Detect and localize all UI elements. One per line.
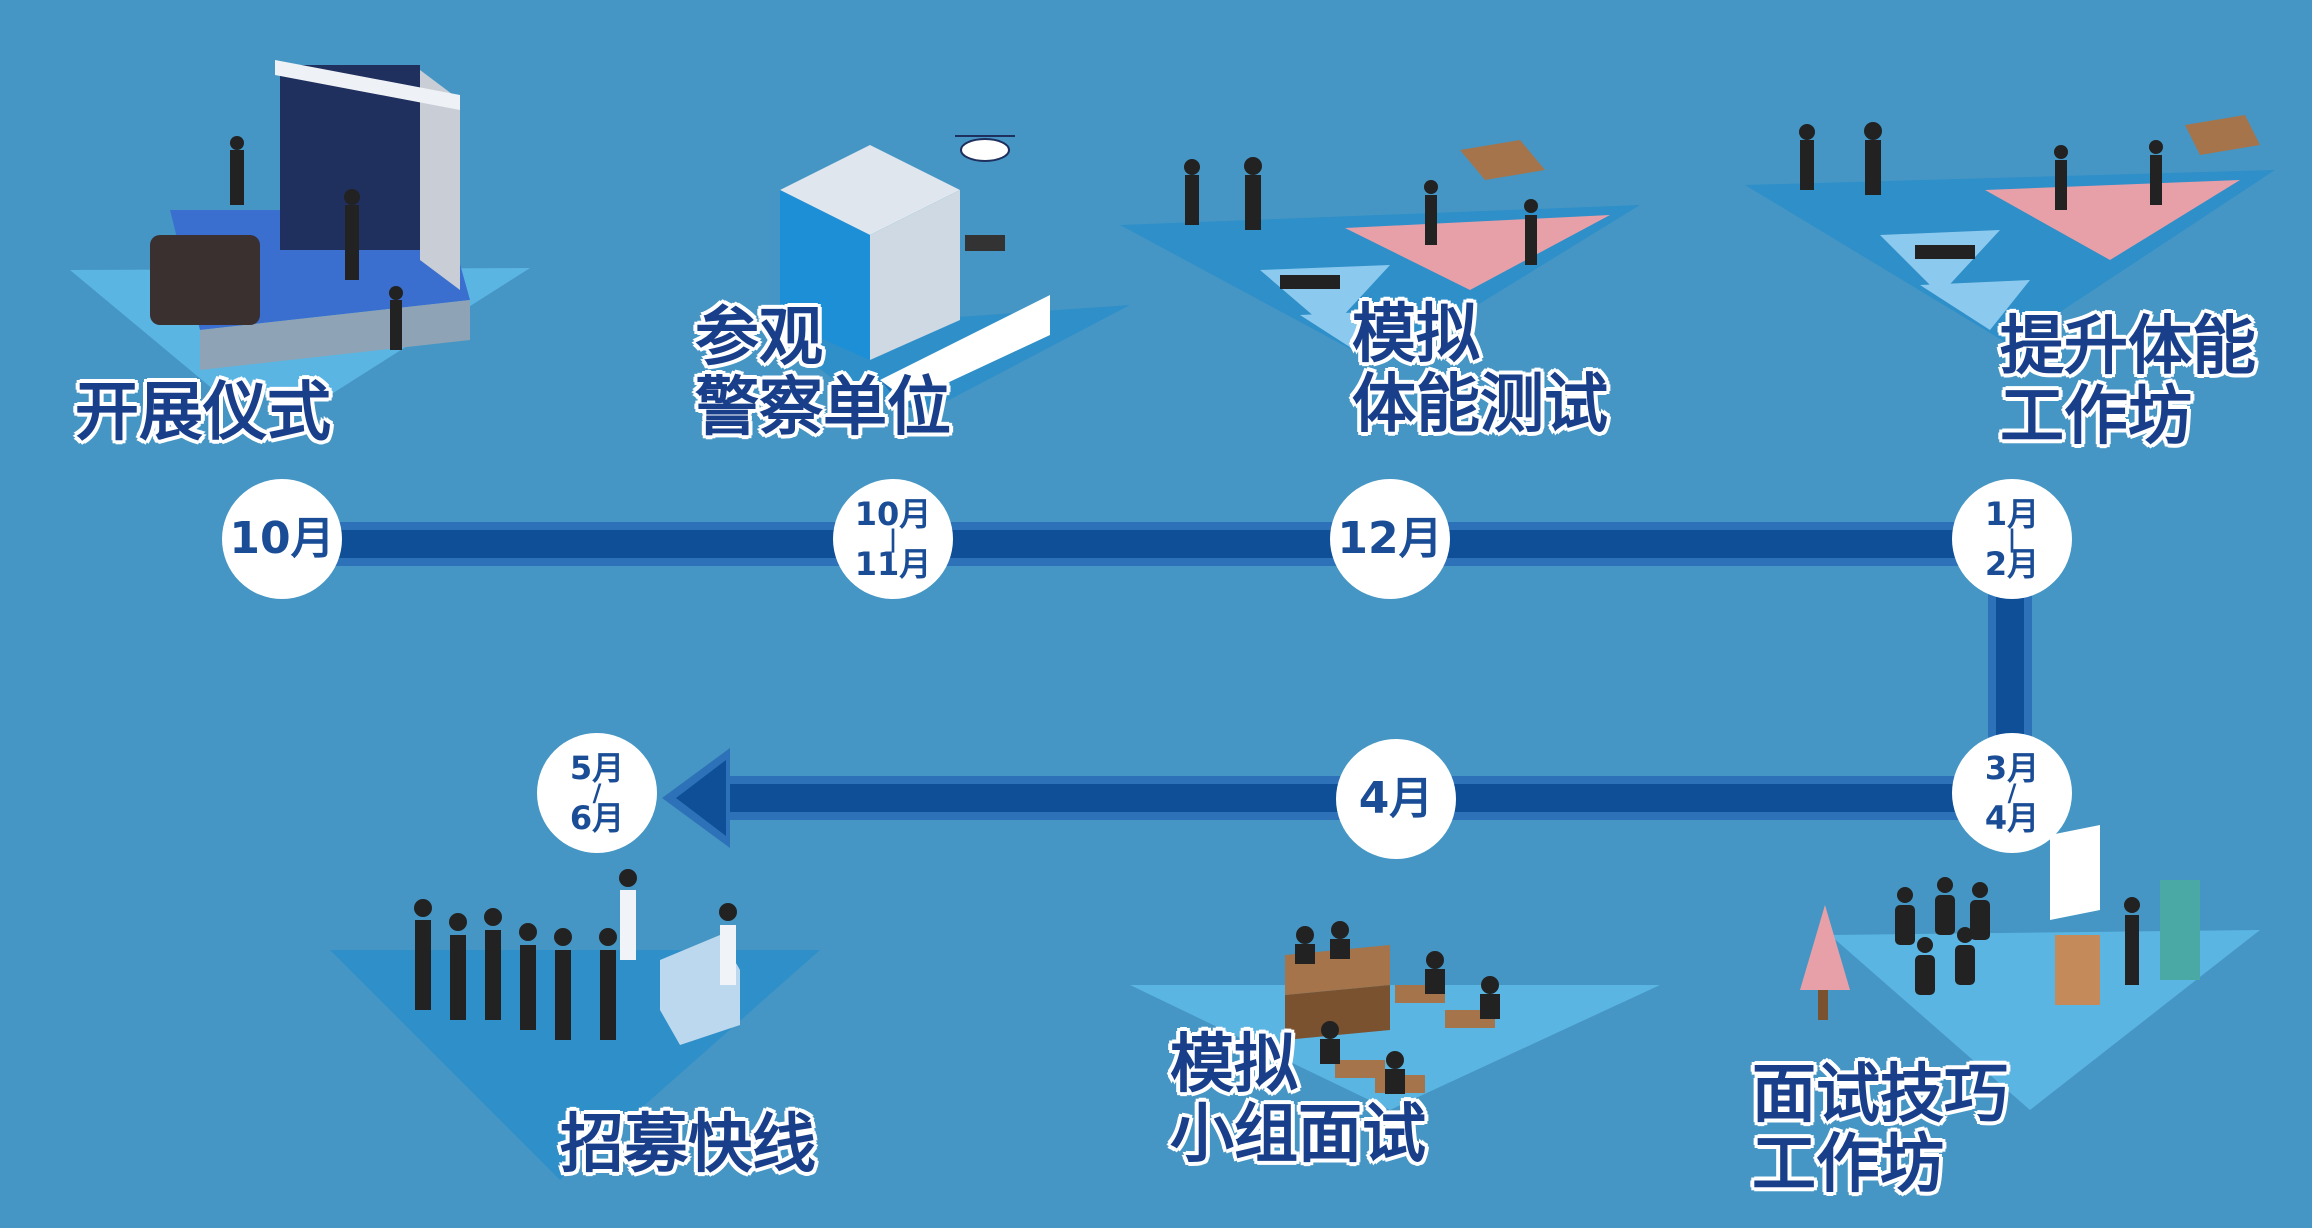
month-node-7: 5月 / 6月: [537, 733, 657, 853]
month-node-2: 10月 | 11月: [833, 479, 953, 599]
arrow-head-inner: [676, 760, 726, 836]
interview-workshop-icon: [1800, 825, 2260, 1110]
stage-label-visit-police: 参观 警察单位: [695, 301, 951, 445]
police-building-icon: [770, 135, 1130, 410]
month-node-5: 3月 / 4月: [1952, 733, 2072, 853]
stage-label-fitness-workshop: 提升体能 工作坊: [2000, 310, 2256, 454]
stage-label-opening: 开展仪式: [75, 376, 331, 450]
month-node-1: 10月: [222, 479, 342, 599]
month-node-4: 1月 | 2月: [1952, 479, 2072, 599]
recruitment-booth-icon: [330, 869, 820, 1180]
group-interview-icon: [1130, 921, 1660, 1110]
stage-label-recruitment: 招募快线: [560, 1108, 816, 1182]
stage-label-fitness-test: 模拟 体能测试: [1352, 298, 1608, 442]
month-node-3: 12月: [1330, 479, 1450, 599]
stage-label-interview-workshop: 面试技巧 工作坊: [1752, 1058, 2008, 1202]
fitness-test-icon: [1120, 140, 1640, 365]
stage-ceremony-icon: [70, 60, 530, 395]
track-top-inner: [280, 530, 2030, 558]
fitness-workshop-icon: [1745, 115, 2275, 345]
month-node-6: 4月: [1336, 739, 1456, 859]
stage-label-group-interview: 模拟 小组面试: [1170, 1028, 1426, 1172]
